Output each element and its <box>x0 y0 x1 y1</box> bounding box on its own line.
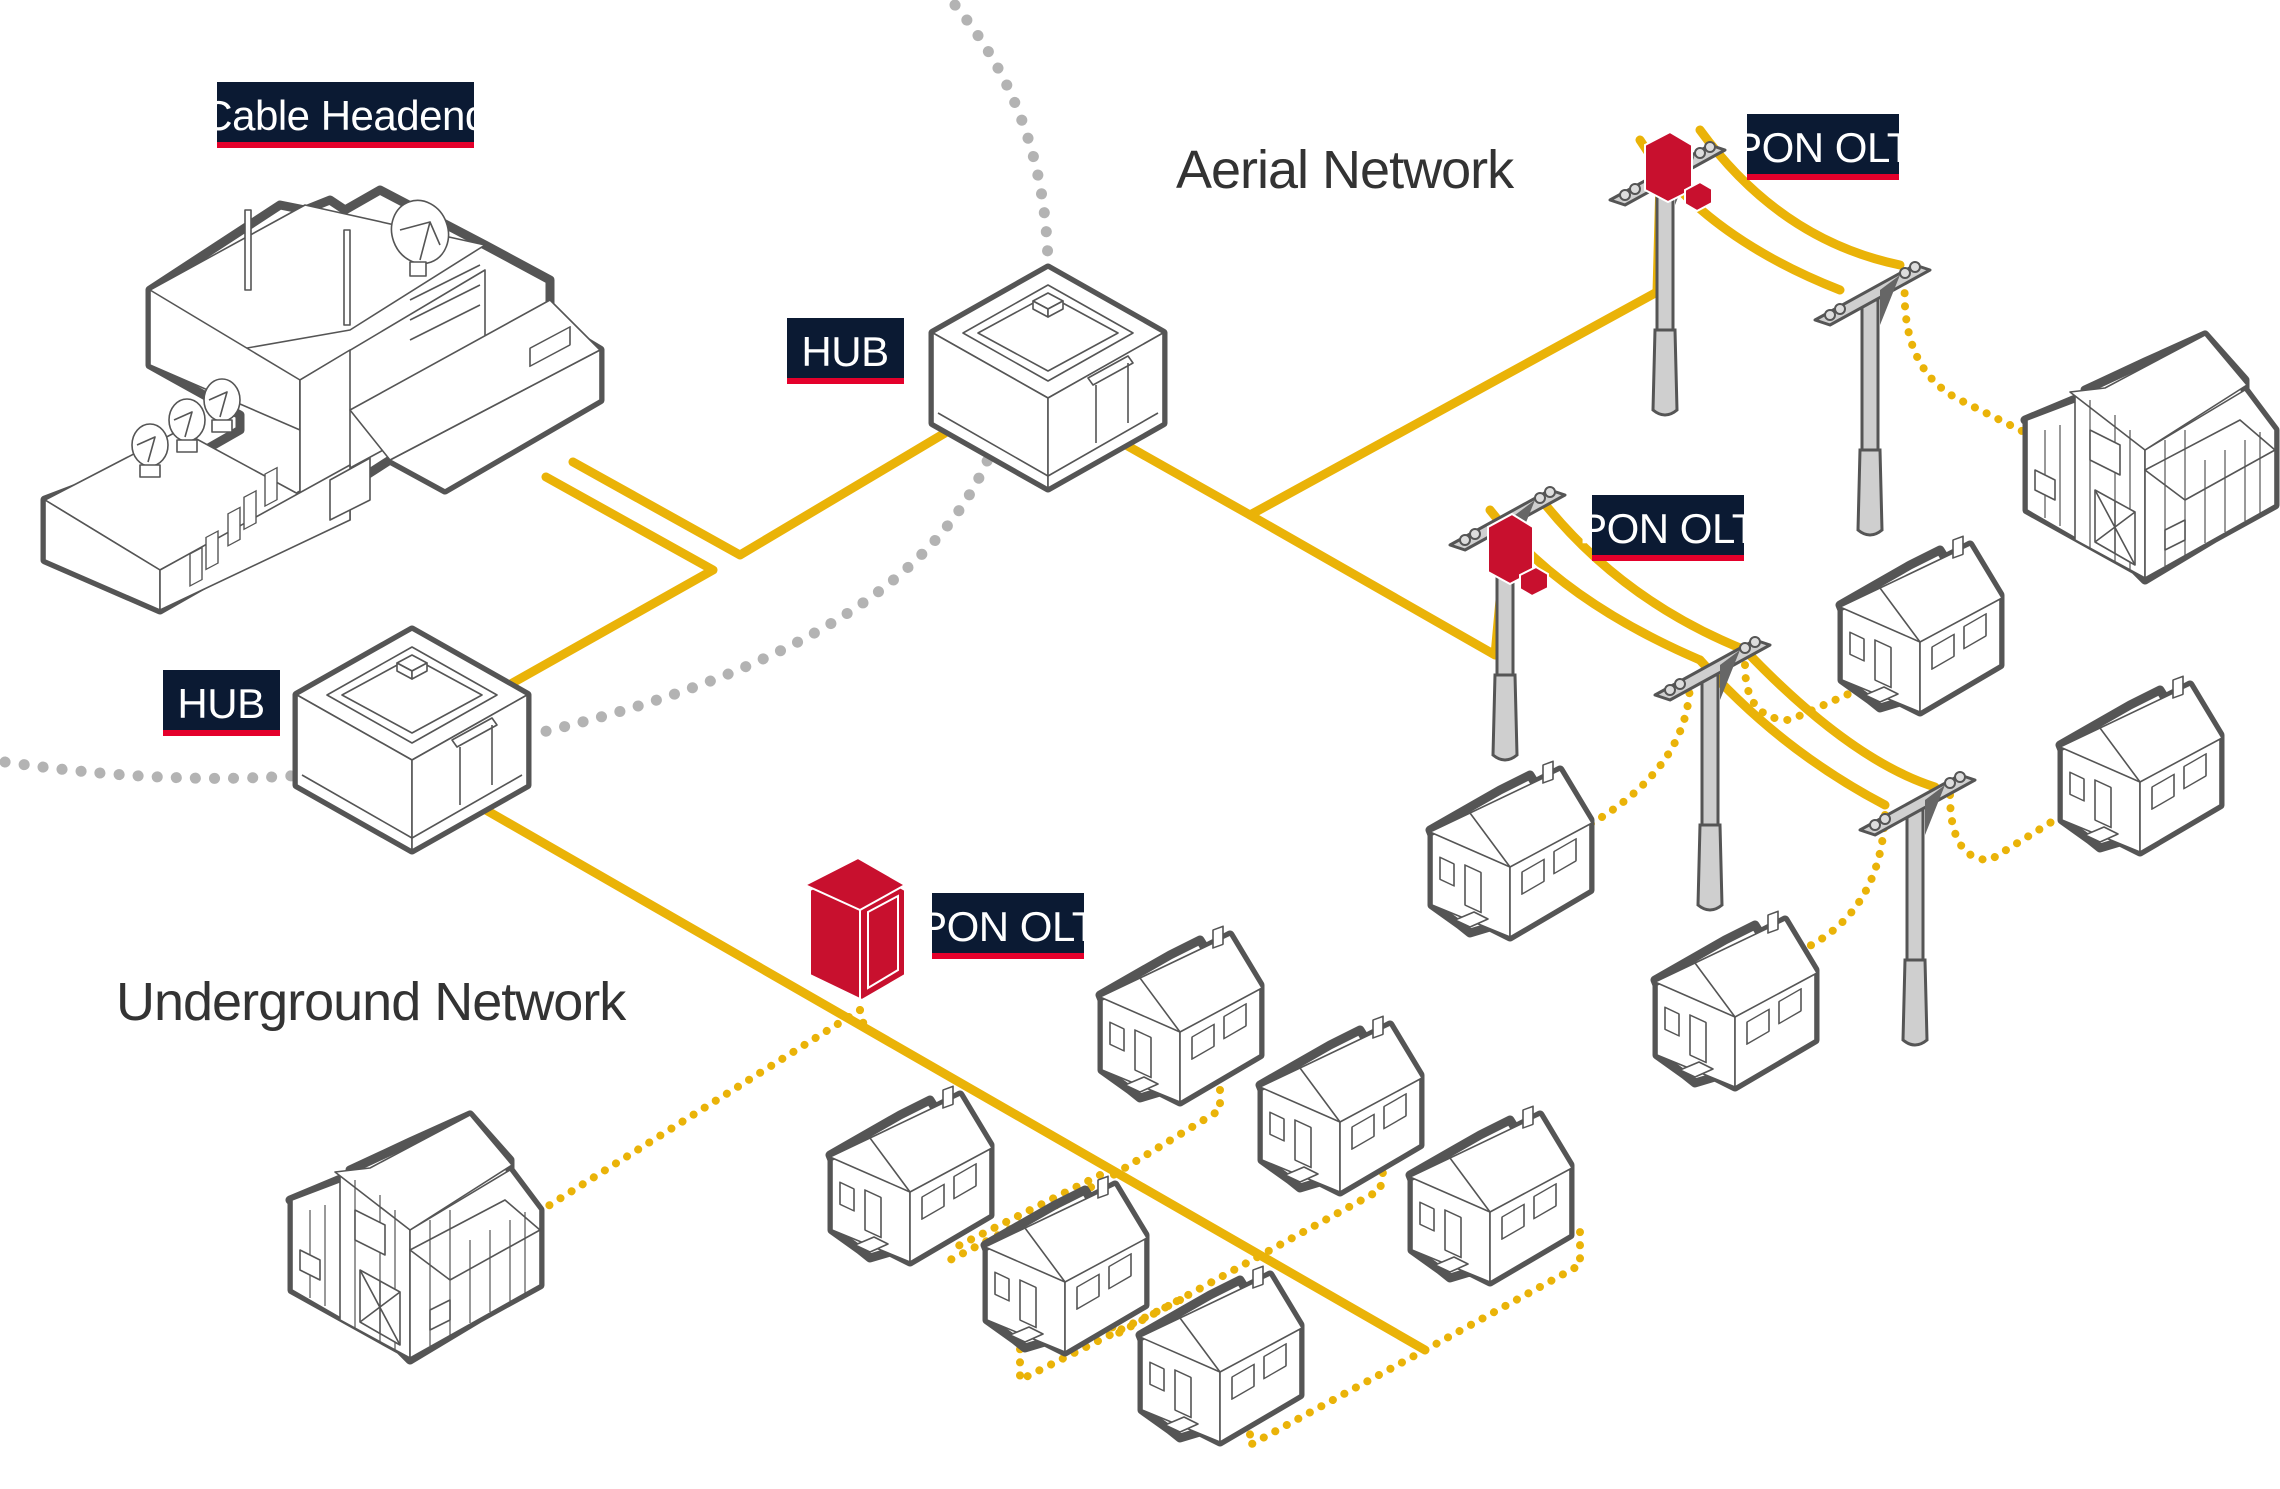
house-ug-6 <box>1140 1266 1302 1442</box>
utility-pole <box>1813 260 1932 537</box>
antenna-icon <box>244 209 252 291</box>
antenna-icon <box>343 229 351 326</box>
satellite-dish-icon <box>203 378 241 433</box>
svg-text:PON OLT: PON OLT <box>919 903 1097 950</box>
cable-headend-label: Cable Headend <box>202 82 488 148</box>
hub-ring-link <box>949 0 1054 286</box>
svg-text:Cable Headend: Cable Headend <box>202 92 487 139</box>
hub-label-left: HUB <box>163 670 280 736</box>
pon-olt-label-aerial-1: PON OLT <box>1734 114 1912 180</box>
utility-pole <box>1858 770 1977 1047</box>
utility-pole <box>1653 635 1772 912</box>
house-ug-1 <box>1100 926 1262 1102</box>
underground-network-title: Underground Network <box>116 972 627 1032</box>
hub-ring-link <box>524 419 1006 741</box>
satellite-dish-icon <box>131 423 169 478</box>
cable-headend-building <box>40 185 605 615</box>
barn-underground <box>290 1115 540 1360</box>
aerial-network-title: Aerial Network <box>1176 140 1515 200</box>
satellite-dish-icon <box>390 199 450 277</box>
house-aerial-1 <box>1840 536 2002 712</box>
satellite-dish-icon <box>168 398 206 453</box>
pon-olt-label-underground: PON OLT <box>919 893 1097 959</box>
pon-olt-pole-unit-1 <box>1644 130 1713 213</box>
pon-olt-label-aerial-2: PON OLT <box>1579 495 1757 561</box>
house-aerial-4 <box>1655 911 1817 1087</box>
house-ug-3 <box>830 1086 992 1262</box>
svg-text:HUB: HUB <box>801 328 888 375</box>
svg-text:PON OLT: PON OLT <box>1579 505 1757 552</box>
house-aerial-2 <box>2060 676 2222 852</box>
svg-text:HUB: HUB <box>177 680 264 727</box>
house-aerial-3 <box>1430 761 1592 937</box>
house-ug-4 <box>1410 1106 1572 1282</box>
house-ug-2 <box>1260 1016 1422 1192</box>
barn-aerial <box>2025 335 2275 580</box>
drop-cables <box>506 276 2099 1452</box>
pon-olt-pole-unit-2 <box>1487 512 1549 598</box>
svg-text:PON OLT: PON OLT <box>1734 124 1912 171</box>
pon-olt-cabinet <box>802 856 908 1002</box>
hub-building-top <box>933 268 1163 488</box>
hub-label-top: HUB <box>787 318 904 384</box>
